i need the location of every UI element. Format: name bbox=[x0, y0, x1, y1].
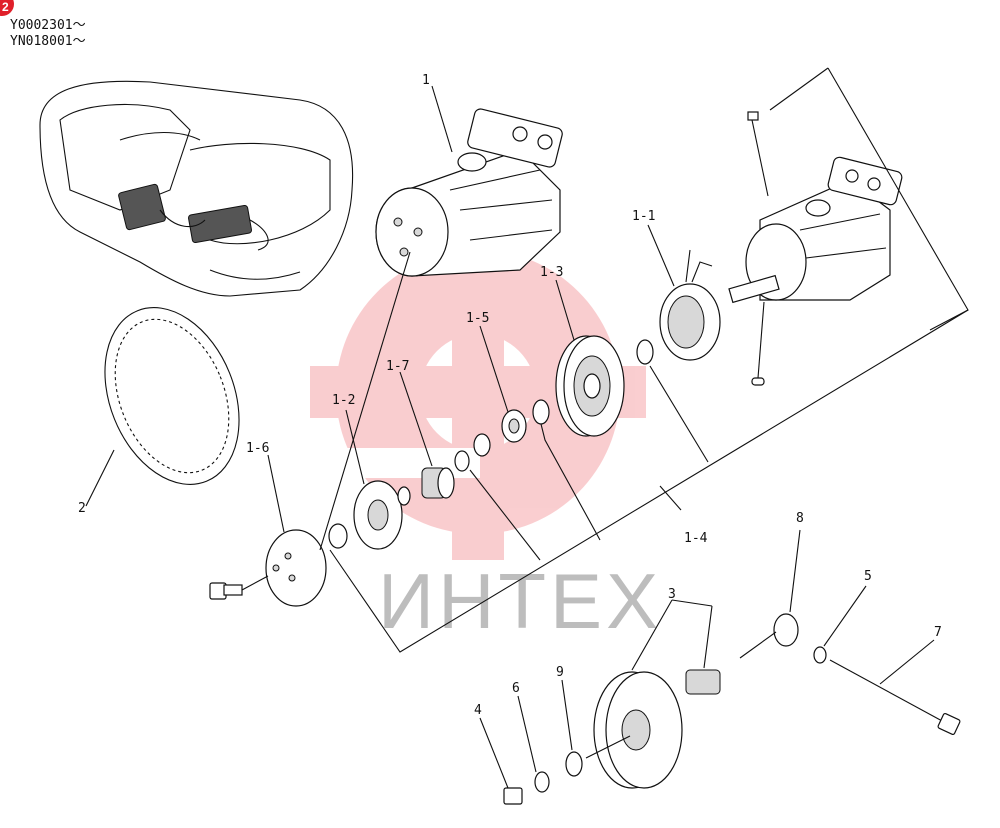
label-5: 5 bbox=[864, 569, 872, 584]
snap-ring-2 bbox=[532, 399, 550, 425]
machine-overview bbox=[39, 80, 354, 297]
part-1-7-bushing bbox=[421, 467, 455, 499]
leader-lines bbox=[267, 85, 935, 789]
part-9-washer bbox=[565, 751, 583, 777]
label-8: 8 bbox=[796, 511, 804, 526]
label-9: 9 bbox=[556, 665, 564, 680]
serial-range-1: Y0002301～ bbox=[10, 18, 86, 33]
compressor-with-shaft bbox=[728, 111, 903, 386]
label-1-5: 1-5 bbox=[466, 311, 489, 326]
part-1-2-armature bbox=[353, 480, 411, 550]
bracket-lines bbox=[319, 67, 969, 653]
label-1-7: 1-7 bbox=[386, 359, 409, 374]
label-1-4: 1-4 bbox=[684, 531, 708, 546]
part-5-washer bbox=[813, 646, 827, 664]
label-3: 3 bbox=[668, 587, 676, 602]
part-1-1-field-coil bbox=[659, 249, 721, 361]
label-1-1: 1-1 bbox=[632, 209, 655, 224]
part-1-3-pulley bbox=[555, 335, 625, 437]
label-7: 7 bbox=[934, 625, 942, 640]
part-2-belt bbox=[85, 307, 240, 507]
part-1-compressor bbox=[375, 108, 563, 277]
page-badge: 2 bbox=[0, 0, 14, 16]
part-1-5-spacer bbox=[501, 409, 527, 443]
label-1: 1 bbox=[422, 73, 430, 88]
part-8-bolt bbox=[739, 613, 799, 659]
label-4: 4 bbox=[474, 703, 482, 718]
part-1-6-cover bbox=[265, 529, 327, 607]
bolt bbox=[209, 575, 269, 600]
label-1-2: 1-2 bbox=[332, 393, 355, 408]
part-3-idler-pulley bbox=[593, 669, 721, 789]
shim-1 bbox=[473, 433, 491, 457]
watermark-text: ИНТЕХ bbox=[378, 557, 662, 645]
label-2: 2 bbox=[78, 501, 86, 516]
label-6: 6 bbox=[512, 681, 520, 696]
label-1-3: 1-3 bbox=[540, 265, 563, 280]
snap-ring bbox=[636, 339, 654, 365]
label-1-6: 1-6 bbox=[246, 441, 269, 456]
part-4-nut bbox=[503, 787, 523, 805]
nut bbox=[328, 523, 348, 549]
shim-2 bbox=[454, 450, 470, 472]
part-7-long-bolt bbox=[829, 659, 961, 735]
part-6-lock-washer bbox=[534, 771, 550, 793]
serial-range-2: YN018001～ bbox=[10, 34, 86, 49]
